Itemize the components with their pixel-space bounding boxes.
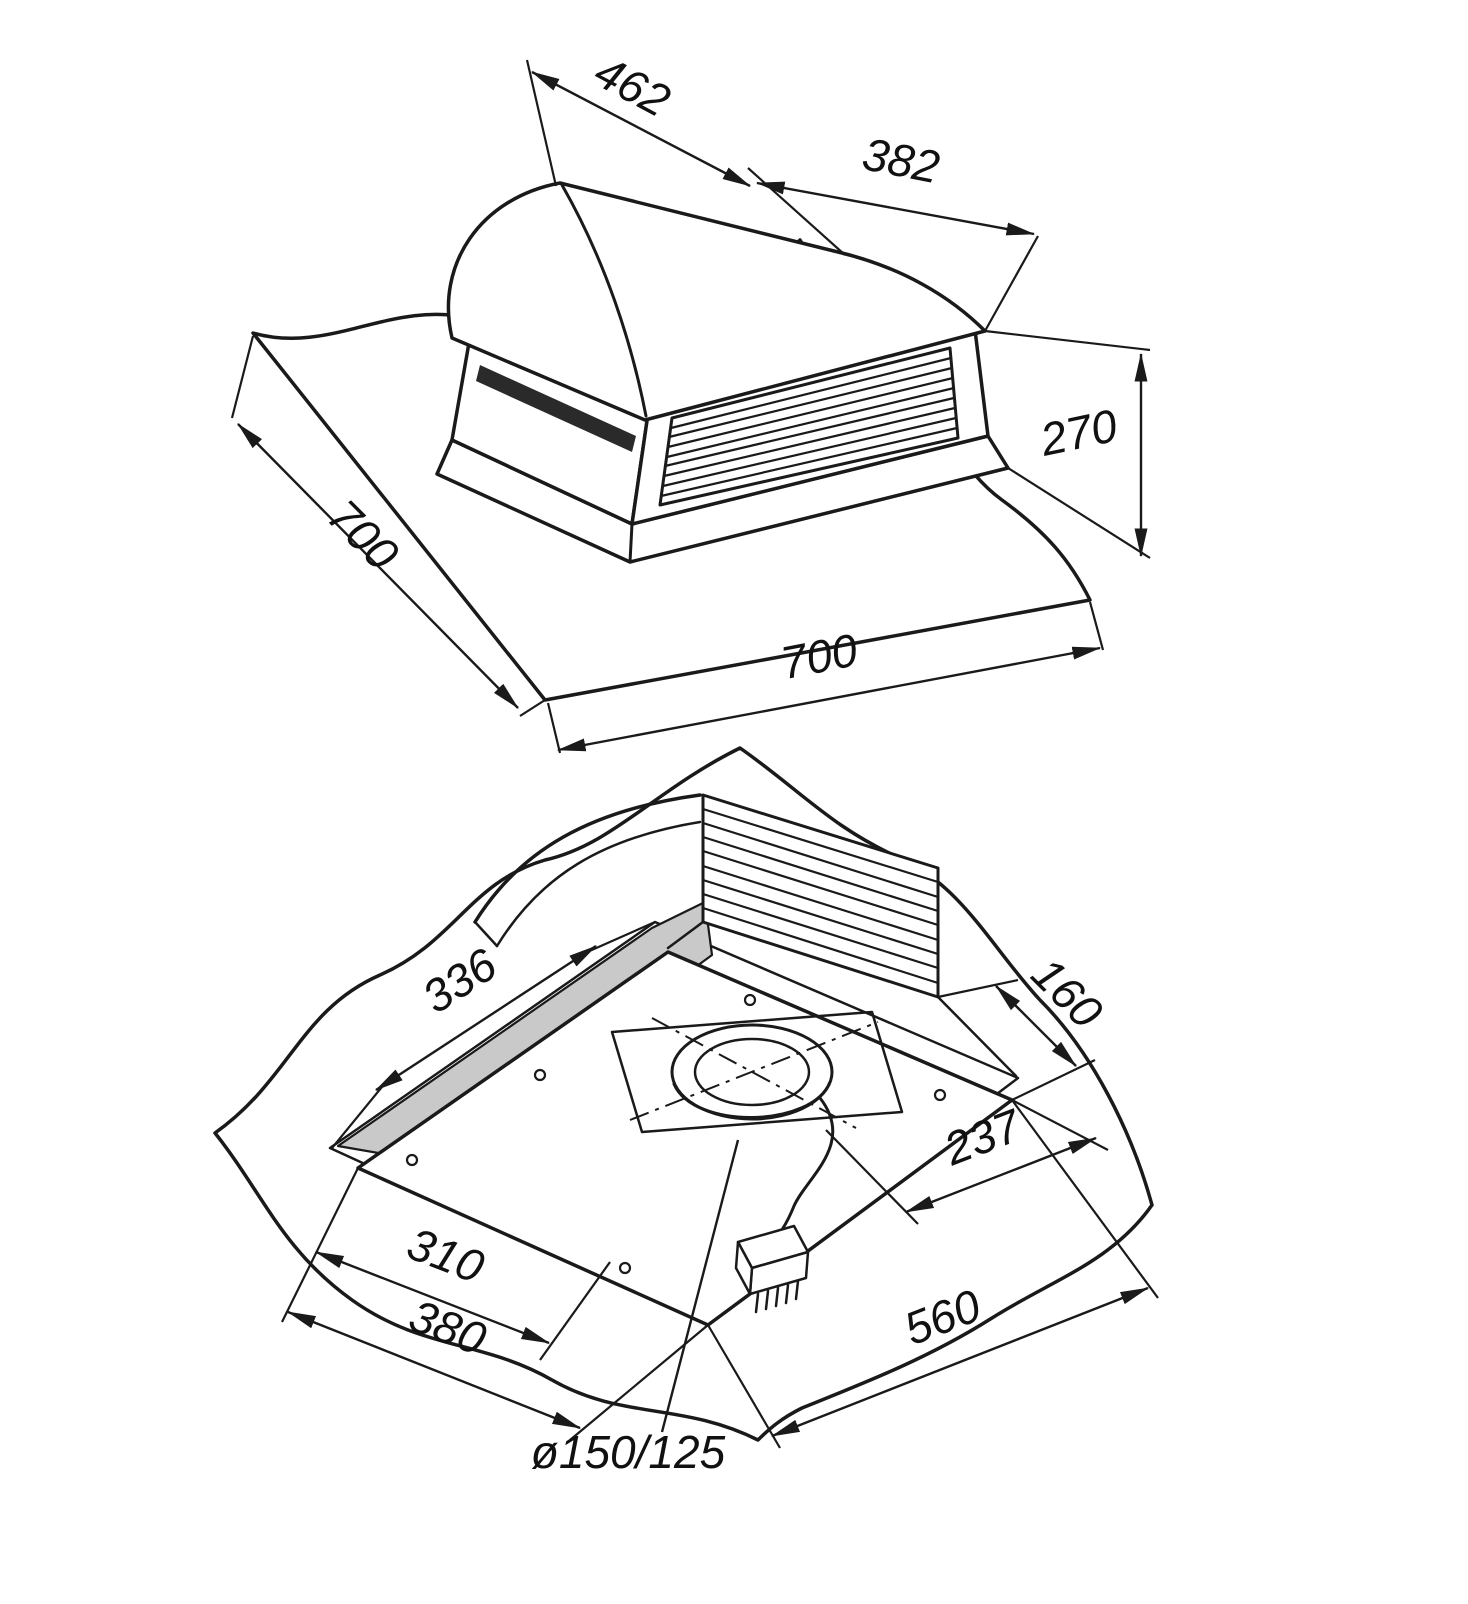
intake-slot [476,365,636,452]
dim-label-462: 462 [586,45,678,127]
dimension-line-700-left [237,423,519,709]
center-line-b [651,1017,857,1129]
dimension-line-560 [770,1286,1150,1438]
dimension-line-382 [755,181,1036,236]
screw-holes [405,993,947,1275]
skirt-front-corner [628,522,634,564]
hood-edge-inner [495,820,702,948]
hood-edge-outer [473,793,702,924]
fan-housing [610,1010,904,1134]
dimension-line-237 [904,1136,1098,1214]
dim-label-duct-diameter: ø150/125 [531,1426,726,1478]
duct-leader-line [660,1139,740,1433]
hood-crease [560,183,648,418]
duct-collar [629,1017,879,1129]
top-view: 462 382 270 700 700 [230,45,1151,754]
louver-grille [658,346,960,507]
bottom-view: 336 160 237 310 380 560 ø150/125 [213,746,1159,1478]
dim-label-270: 270 [1035,399,1122,466]
dimension-line-700-front [556,646,1102,752]
dimension-line-336 [374,944,598,1092]
dimension-line-160 [995,985,1077,1067]
power-plug [734,1224,810,1314]
dimension-line-462 [530,70,752,188]
dim-label-382: 382 [858,127,943,193]
center-line-a [629,1021,879,1121]
dimension-line-380 [286,1310,582,1430]
hood-edge-end [473,920,499,948]
wall-connector-left [666,920,705,950]
